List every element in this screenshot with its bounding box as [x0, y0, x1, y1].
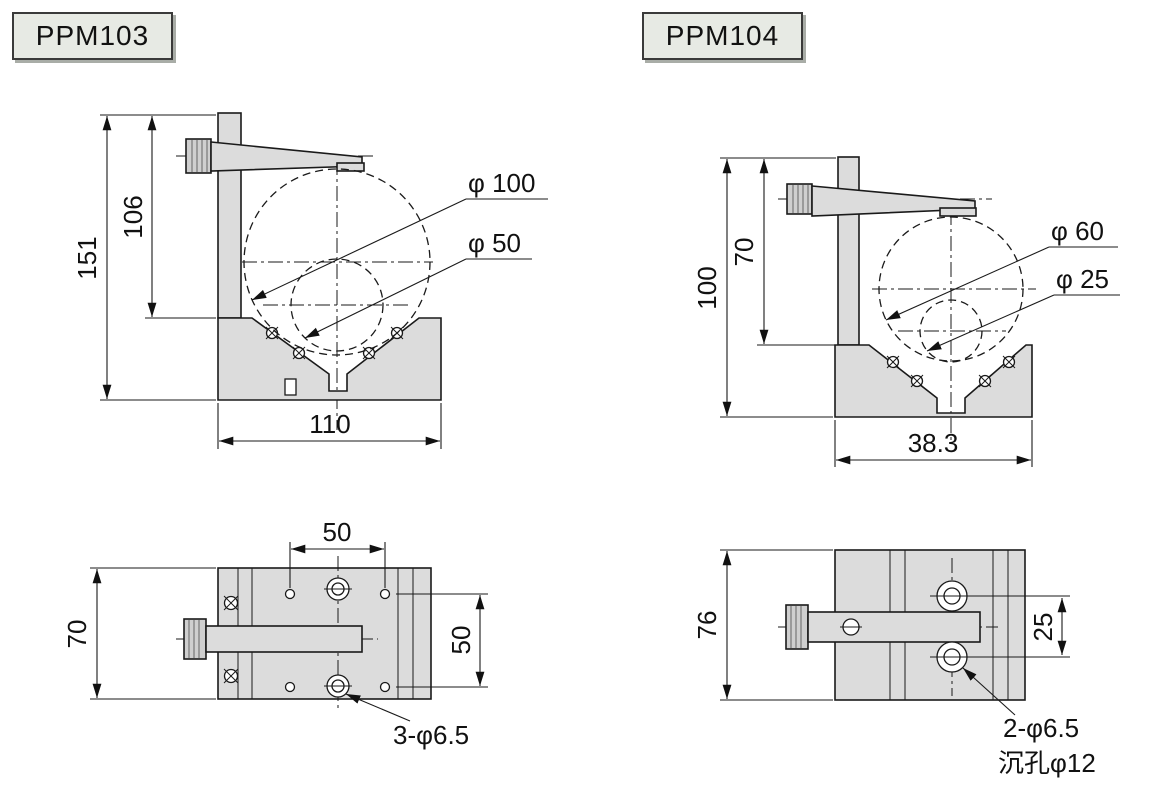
ppm104-dim-depth: 76 [692, 611, 722, 640]
ppm103-dim-base-width: 110 [309, 409, 350, 439]
ppm103-label-dia-large: φ 100 [468, 168, 535, 198]
ppm104-arm-hole [840, 618, 862, 636]
ppm103-dim-depth: 70 [62, 620, 92, 649]
ppm104-label-dia-large: φ 60 [1051, 216, 1104, 246]
ppm104-label-counterbore: 沉孔φ12 [998, 748, 1096, 778]
ppm103-label-dia-small: φ 50 [468, 228, 521, 258]
ppm103-corner-holes [284, 588, 391, 693]
ppm103-dim-overall-height: 151 [72, 236, 102, 279]
ppm104-label-dia-small: φ 25 [1056, 264, 1109, 294]
ppm104-mirror-circle-small [919, 299, 983, 363]
ppm103-adjust-knob [185, 138, 212, 174]
ppm104-dim-upper-height: 70 [729, 238, 759, 267]
ppm103-center-holes [324, 577, 352, 698]
ppm104-dim-base-width: 38.3 [908, 428, 959, 458]
ppm104-top-knob-knurling [790, 606, 802, 648]
ppm103-label-mounting-holes: 3-φ6.5 [393, 720, 469, 750]
ppm104-top-knob [785, 604, 809, 650]
ppm103-dim-hole-pitch-x: 50 [323, 517, 352, 547]
ppm104-counterbore-holes [930, 580, 974, 673]
ppm104-dim-overall-height: 100 [692, 266, 722, 309]
ppm103-top-screws [223, 595, 239, 684]
ppm103-top-arm [205, 625, 363, 653]
ppm103-dim-upper-height: 106 [118, 195, 148, 238]
ppm103-mirror-circle-small [290, 258, 384, 352]
ppm104-adjust-knob [786, 183, 813, 215]
ppm103-base-setscrew [284, 378, 297, 396]
ppm104-arm-pad [939, 207, 977, 217]
ppm103-knob-knurling [191, 140, 208, 172]
ppm103-title: PPM103 [35, 20, 150, 51]
ppm104-top-arm [807, 611, 981, 643]
ppm104-top-view [778, 549, 1026, 701]
ppm103-title-box: PPM103 [12, 12, 173, 60]
ppm103-vblock-base [217, 317, 442, 401]
ppm103-arm-pad [336, 162, 365, 172]
ppm104-post [837, 156, 860, 346]
ppm103-top-view [176, 556, 432, 712]
ppm103-top-dimensions: 70 50 50 3-φ6.5 [62, 517, 488, 750]
ppm104-front-dimensions: 100 70 38.3 φ 60 φ 25 [692, 157, 1120, 467]
ppm104-front-view [778, 156, 1036, 440]
ppm103-top-knob [183, 618, 207, 660]
ppm104-label-mounting-holes: 2-φ6.5 [1003, 713, 1079, 743]
ppm104-top-dimensions: 76 25 2-φ6.5 沉孔φ12 [692, 549, 1096, 778]
ppm104-knob-knurling [792, 185, 809, 213]
ppm104-title: PPM104 [665, 20, 780, 51]
ppm104-title-box: PPM104 [642, 12, 803, 60]
ppm104-mirror-circle-large [878, 216, 1024, 362]
ppm103-mirror-circle-large [243, 168, 431, 356]
ppm103-front-view [176, 112, 442, 430]
ppm103-front-dimensions: 151 106 110 φ 100 φ 50 [72, 114, 548, 449]
ppm103-dim-hole-pitch-y: 50 [446, 626, 476, 655]
ppm103-top-knob-knurling [188, 620, 200, 658]
ppm104-vface-screws [886, 355, 1016, 388]
ppm104-dim-hole-pitch-y: 25 [1028, 613, 1058, 642]
